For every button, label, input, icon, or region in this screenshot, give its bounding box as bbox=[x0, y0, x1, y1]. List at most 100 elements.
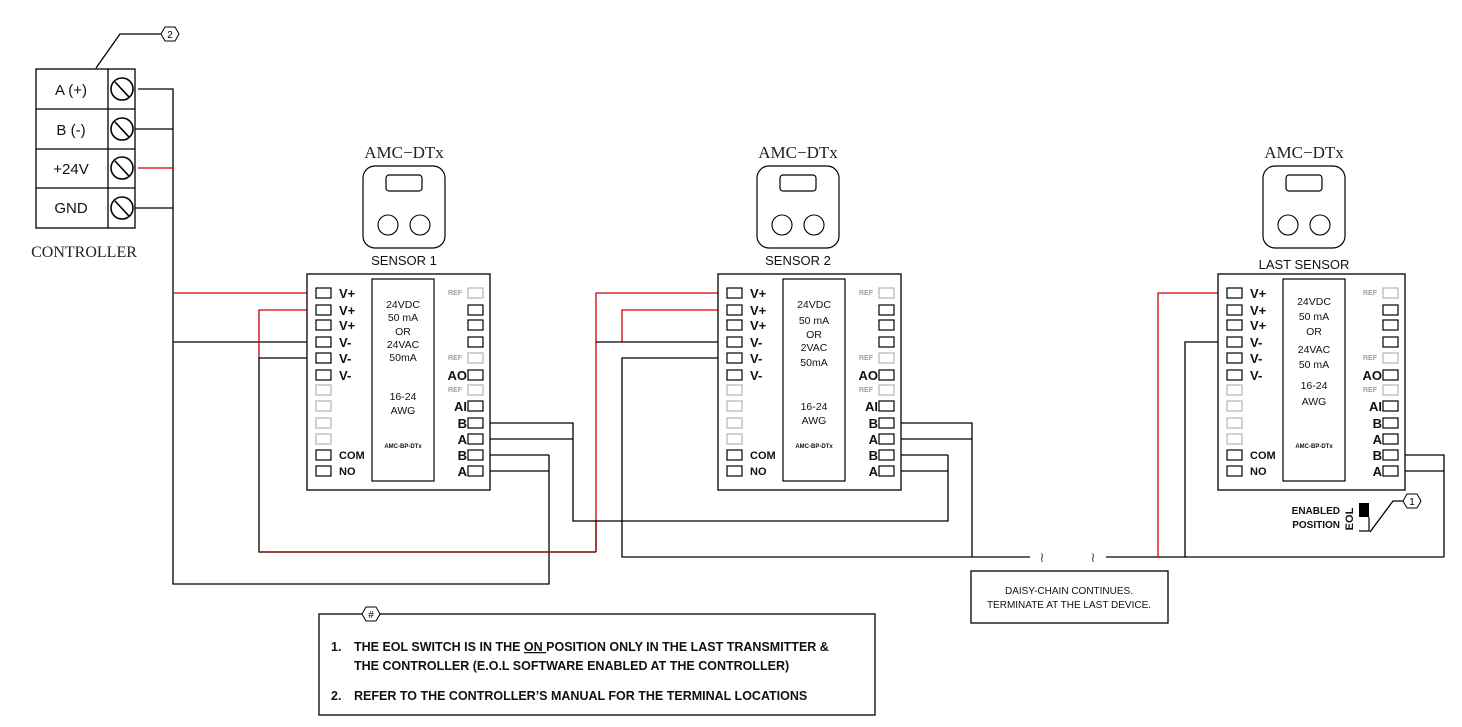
terminal-right[interactable] bbox=[1382, 384, 1399, 396]
terminal-left[interactable] bbox=[726, 336, 743, 348]
terminal-right[interactable] bbox=[1382, 287, 1399, 299]
terminal-right[interactable] bbox=[1382, 449, 1399, 461]
terminal-left[interactable] bbox=[315, 352, 332, 364]
terminal-left[interactable] bbox=[315, 433, 332, 445]
terminal-left[interactable] bbox=[315, 287, 332, 299]
terminal-left[interactable] bbox=[315, 304, 332, 316]
terminal-right[interactable] bbox=[1382, 304, 1399, 316]
terminal-right[interactable] bbox=[467, 449, 484, 461]
terminal-right[interactable] bbox=[1382, 352, 1399, 364]
terminal-left[interactable] bbox=[726, 352, 743, 364]
terminal-left[interactable] bbox=[315, 369, 332, 381]
terminal-right[interactable] bbox=[878, 287, 895, 299]
terminal-right[interactable] bbox=[467, 417, 484, 429]
spec-line: 24VAC bbox=[1298, 344, 1331, 356]
terminal-right[interactable] bbox=[878, 336, 895, 348]
terminal-right[interactable] bbox=[878, 352, 895, 364]
terminal-right[interactable] bbox=[1382, 400, 1399, 412]
terminal-left[interactable] bbox=[1226, 449, 1243, 461]
terminal-right[interactable] bbox=[1382, 369, 1399, 381]
eol-switch-toggle[interactable] bbox=[1359, 503, 1369, 517]
terminal-left[interactable] bbox=[1226, 384, 1243, 396]
terminal-right[interactable] bbox=[1382, 319, 1399, 331]
eol-switch: ENABLED POSITION EOL 1 bbox=[1292, 493, 1422, 533]
terminal-label-right: A bbox=[1373, 464, 1383, 479]
terminal-left[interactable] bbox=[315, 417, 332, 429]
terminal-label-right: REF bbox=[1363, 387, 1378, 394]
terminal-left[interactable] bbox=[726, 304, 743, 316]
sensor-name: SENSOR 2 bbox=[765, 253, 831, 268]
terminal-right[interactable] bbox=[467, 319, 484, 331]
terminal-left[interactable] bbox=[1226, 304, 1243, 316]
terminal-right[interactable] bbox=[1382, 433, 1399, 445]
terminal-label-left: NO bbox=[750, 466, 767, 478]
terminal-right[interactable] bbox=[467, 384, 484, 396]
break-icon: ≀ bbox=[1039, 551, 1044, 566]
wire-s2-vplus bbox=[595, 292, 727, 552]
controller-terminal-24v: +24V bbox=[53, 161, 88, 178]
terminal-right[interactable] bbox=[878, 417, 895, 429]
wire-s2-vplus2 bbox=[621, 309, 727, 342]
terminal-right[interactable] bbox=[467, 352, 484, 364]
terminal-right[interactable] bbox=[878, 304, 895, 316]
terminal-left[interactable] bbox=[1226, 433, 1243, 445]
terminal-left[interactable] bbox=[1226, 400, 1243, 412]
terminal-right[interactable] bbox=[467, 400, 484, 412]
terminal-left[interactable] bbox=[726, 287, 743, 299]
terminal-left[interactable] bbox=[726, 400, 743, 412]
wire-last-b bbox=[1396, 454, 1445, 557]
terminal-right[interactable] bbox=[878, 319, 895, 331]
terminal-left[interactable] bbox=[1226, 287, 1243, 299]
terminal-left[interactable] bbox=[726, 465, 743, 477]
terminal-label-right: B bbox=[458, 416, 467, 431]
terminal-label-right: REF bbox=[448, 290, 463, 297]
terminal-right[interactable] bbox=[878, 400, 895, 412]
terminal-right[interactable] bbox=[878, 465, 895, 477]
terminal-label-right: B bbox=[458, 448, 467, 463]
terminal-right[interactable] bbox=[1382, 417, 1399, 429]
terminal-right[interactable] bbox=[467, 433, 484, 445]
terminal-left[interactable] bbox=[315, 400, 332, 412]
sensor-model-label: AMC−DTx bbox=[364, 143, 444, 162]
terminal-label-left: NO bbox=[1250, 466, 1267, 478]
terminal-left[interactable] bbox=[726, 449, 743, 461]
terminal-left[interactable] bbox=[315, 449, 332, 461]
wire-s2-vminus2 bbox=[621, 357, 1030, 558]
terminal-left[interactable] bbox=[1226, 336, 1243, 348]
terminal-right[interactable] bbox=[467, 336, 484, 348]
terminal-left[interactable] bbox=[726, 369, 743, 381]
terminal-left[interactable] bbox=[726, 319, 743, 331]
daisy-chain-note: DAISY-CHAIN CONTINUES. TERMINATE AT THE … bbox=[970, 570, 1169, 624]
terminal-left[interactable] bbox=[315, 336, 332, 348]
spec-line: 16-24 bbox=[390, 391, 417, 403]
note-1-text: THE EOL SWITCH IS IN THE ON POSITION ONL… bbox=[354, 640, 829, 654]
terminal-right[interactable] bbox=[878, 384, 895, 396]
terminal-right[interactable] bbox=[878, 433, 895, 445]
terminal-right[interactable] bbox=[878, 449, 895, 461]
terminal-left[interactable] bbox=[726, 417, 743, 429]
terminal-label-left: V- bbox=[1250, 351, 1262, 366]
terminal-left[interactable] bbox=[1226, 369, 1243, 381]
terminal-right[interactable] bbox=[1382, 336, 1399, 348]
terminal-left[interactable] bbox=[726, 384, 743, 396]
terminal-left[interactable] bbox=[1226, 417, 1243, 429]
terminal-left[interactable] bbox=[726, 433, 743, 445]
terminal-left[interactable] bbox=[315, 384, 332, 396]
terminal-right[interactable] bbox=[1382, 465, 1399, 477]
terminal-left[interactable] bbox=[1226, 352, 1243, 364]
terminal-right[interactable] bbox=[467, 465, 484, 477]
terminal-right[interactable] bbox=[467, 287, 484, 299]
note-2-text: REFER TO THE CONTROLLER’S MANUAL FOR THE… bbox=[354, 689, 807, 703]
terminal-label-right: A bbox=[1373, 432, 1383, 447]
terminal-right[interactable] bbox=[878, 369, 895, 381]
screw-icon bbox=[110, 117, 134, 141]
terminal-left[interactable] bbox=[315, 465, 332, 477]
terminal-right[interactable] bbox=[467, 304, 484, 316]
terminal-left[interactable] bbox=[1226, 465, 1243, 477]
terminal-right[interactable] bbox=[467, 369, 484, 381]
terminal-left[interactable] bbox=[1226, 319, 1243, 331]
terminal-left[interactable] bbox=[315, 319, 332, 331]
eol-callout-number: 1 bbox=[1409, 497, 1415, 508]
daisy-chain-wires: ≀ ≀ bbox=[258, 292, 1445, 566]
